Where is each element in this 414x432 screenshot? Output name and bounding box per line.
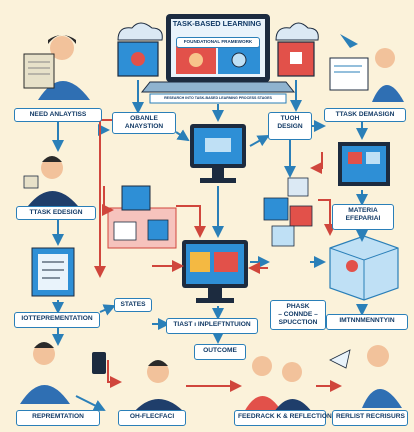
- node-task-design-left: TTASK EDESIGN: [16, 206, 96, 220]
- person-reading-icon: [23, 35, 90, 100]
- document-icon: [31, 247, 75, 297]
- process-icons-cluster: [107, 185, 177, 249]
- cloud-device-icon: [275, 22, 319, 77]
- node-task-design-right: TTASK DEMASIGN: [324, 108, 406, 122]
- node-states: STATES: [114, 298, 152, 312]
- central-monitor-icon: [182, 240, 248, 303]
- central-monitor-icon: [190, 124, 246, 183]
- node-implementation-right: IMTNNMENNTYIN: [326, 314, 408, 330]
- research-banner-text: RESEARCH INTO TASK-BASED LEARNING PROCES…: [164, 96, 272, 100]
- node-reflection-mid: OH-FLECFACI: [118, 410, 186, 426]
- node-result-reflection: RERLIST RECRISURS: [332, 410, 408, 426]
- person-writing-icon: [329, 345, 402, 408]
- laptop-header-text: FOUNDATIONAL FRAMEWORK: [176, 37, 260, 48]
- research-banner: [149, 93, 287, 104]
- person-whiteboard-icon: [329, 34, 404, 102]
- cube-icon: [329, 235, 399, 301]
- node-implementation-left: IOTTEPREMENTATION: [14, 312, 100, 328]
- laptop-icon: [140, 14, 296, 93]
- diagram-title: TASK-BASED LEARNING: [172, 19, 262, 28]
- node-representation: REPREMTATION: [16, 410, 100, 426]
- person-in-suit-icon: [132, 360, 186, 414]
- node-need-analysis: NEED ANLAYTISS: [14, 108, 102, 122]
- node-phase-execution: PHASK– CONNDE –SPUCCTION: [270, 300, 326, 330]
- connector-arrows-blue: [52, 80, 368, 411]
- dashboard-icon: [338, 142, 390, 186]
- puzzle-icons-cluster: [263, 177, 313, 247]
- businessman-icon: [23, 156, 78, 206]
- node-feedback-reflection: FEEDRACK K & REFLECTION: [234, 410, 332, 426]
- two-people-discussion-icon: [244, 356, 312, 412]
- node-outcome: OUTCOME: [194, 344, 246, 360]
- cloud-device-icon: [117, 22, 163, 77]
- node-task-implementation: TIAST ı INPLEFTNTUION: [166, 318, 258, 334]
- person-with-phone-icon: [20, 342, 106, 404]
- connector-arrows-red: [94, 119, 342, 392]
